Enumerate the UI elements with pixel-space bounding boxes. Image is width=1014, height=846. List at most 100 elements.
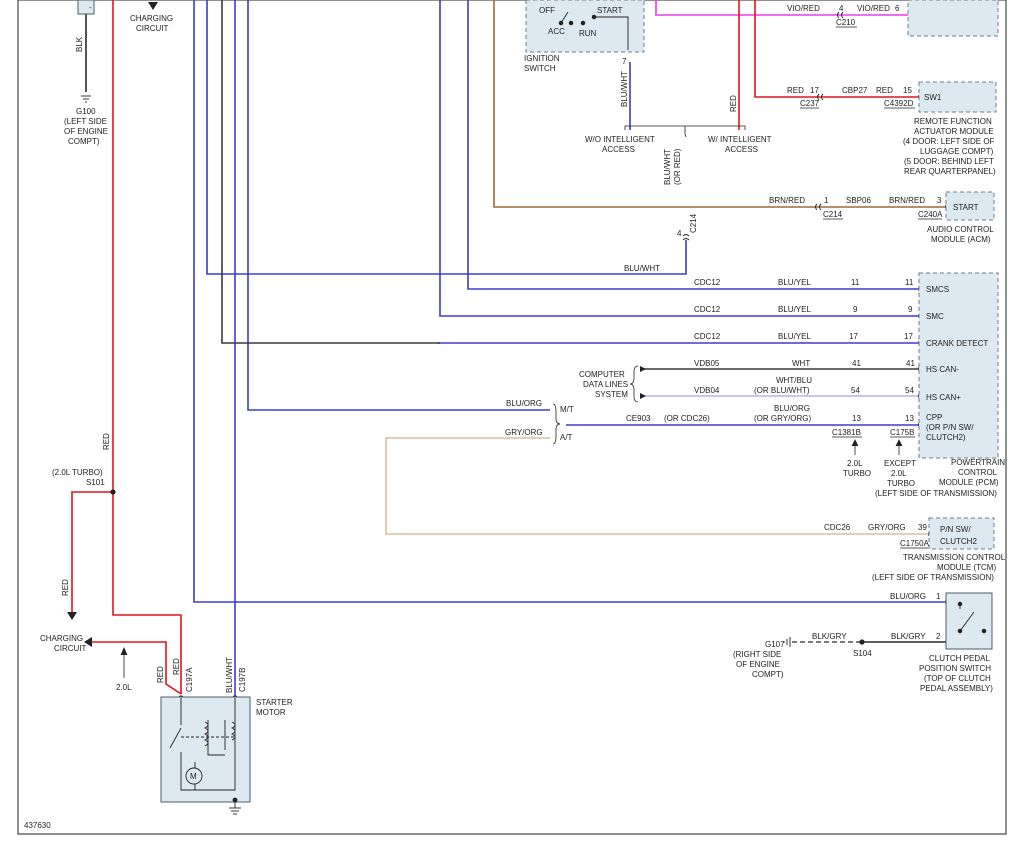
arrow-charging-top: [148, 2, 158, 10]
c210-pin: 4: [839, 4, 844, 13]
rfam-5: (5 DOOR: BEHIND LEFT: [904, 157, 994, 166]
connector-underlines: [800, 26, 942, 549]
mt-at-bracket: [552, 403, 561, 445]
blk-gry-2: BLK/GRY: [891, 632, 926, 641]
p9-b: 9: [908, 305, 913, 314]
c1750a: C1750A: [900, 539, 930, 548]
blu-org-cpps: BLU/ORG: [890, 592, 926, 601]
brn-red-1: BRN/RED: [769, 196, 805, 205]
smc: SMC: [926, 312, 944, 321]
figure-id: 437630: [24, 821, 51, 830]
ignition-switch-box: [525, 0, 645, 53]
splice-s104: [859, 639, 865, 645]
cpps-4: PEDAL ASSEMBLY): [920, 684, 993, 693]
arrow-charging-left: [84, 637, 92, 647]
pcm-2: CONTROL: [958, 468, 998, 477]
cpps-2: POSITION SWITCH: [919, 664, 991, 673]
cdc12-smcs: CDC12: [694, 278, 721, 287]
turbo20-1: 2.0L: [847, 459, 863, 468]
wire-blu-org-cpps: [193, 0, 945, 603]
s104: S104: [853, 649, 872, 658]
wire-dark-crank: [221, 0, 440, 344]
wo-access-1: W/O INTELLIGENT: [585, 135, 655, 144]
blu-yel-smc: BLU/YEL: [778, 305, 811, 314]
starter-1: STARTER: [256, 698, 293, 707]
tcm-1: TRANSMISSION CONTROL: [903, 553, 1006, 562]
except-turbo-1: EXCEPT: [884, 459, 916, 468]
starter-internals: [169, 698, 236, 791]
c237: C237: [800, 99, 820, 108]
p1: 1: [936, 592, 941, 601]
vio-red-1: VIO/RED: [787, 4, 820, 13]
c4392d: C4392D: [884, 99, 914, 108]
blu-wht-h: BLU/WHT: [624, 264, 660, 273]
rfam-box-top: [907, 0, 999, 37]
wire-red-charging: [71, 491, 113, 612]
wht-blu-2: (OR BLU/WHT): [754, 386, 810, 395]
c240a: C240A: [918, 210, 943, 219]
svg-text:-: -: [89, 3, 92, 12]
blu-org-gry-1: BLU/ORG: [774, 404, 810, 413]
cdl-2: DATA LINES: [583, 380, 628, 389]
cdc12-crank: CDC12: [694, 332, 721, 341]
wire-blu-org-mt: [247, 0, 550, 411]
access-bracket: [624, 125, 746, 138]
pcm-1: POWERTRAIN: [951, 458, 1005, 467]
s101-2: S101: [86, 478, 105, 487]
g107-2: (RIGHT SIDE: [733, 650, 781, 659]
arrow-2-0l: [120, 646, 128, 678]
at: A/T: [560, 433, 573, 442]
blu-org-mt: BLU/ORG: [506, 399, 542, 408]
g100-label-1: G100: [76, 107, 96, 116]
labels: CHARGING CIRCUIT BLK G100 (LEFT SIDE OF …: [24, 4, 1006, 830]
pin-15: 15: [903, 86, 912, 95]
p11-a: 11: [851, 278, 860, 287]
smcs: SMCS: [926, 285, 949, 294]
red-15: RED: [876, 86, 893, 95]
vio-red-2: VIO/RED: [857, 4, 890, 13]
brn-red-2: BRN/RED: [889, 196, 925, 205]
p17-b: 17: [904, 332, 913, 341]
charging-circuit-top-2: CIRCUIT: [136, 24, 169, 33]
p9-a: 9: [853, 305, 858, 314]
c214b: C214: [689, 213, 698, 233]
g100-label-2: (LEFT SIDE: [64, 117, 107, 126]
splice-s101: [110, 489, 116, 495]
sbp06: SBP06: [846, 196, 871, 205]
acm-2: MODULE (ACM): [931, 235, 991, 244]
wire-red-starter-feed: [92, 641, 182, 695]
ign-run: RUN: [579, 29, 597, 38]
p41-b: 41: [906, 359, 915, 368]
p41-a: 41: [852, 359, 861, 368]
red-access-label: RED: [729, 95, 738, 112]
g107-1: G107: [765, 640, 785, 649]
pcm-box: [918, 272, 999, 459]
hs-can-plus: HS CAN+: [926, 393, 961, 402]
acm-box: [945, 191, 995, 221]
blu-yel-smcs: BLU/YEL: [778, 278, 811, 287]
w-access-2: ACCESS: [725, 145, 758, 154]
vdb05: VDB05: [694, 359, 720, 368]
pin-17: 17: [810, 86, 819, 95]
connector-top-left: [77, 0, 95, 15]
starter-2: MOTOR: [256, 708, 286, 717]
vdb04: VDB04: [694, 386, 720, 395]
wire-red-sw1: [754, 0, 918, 98]
ign-pin: 7: [622, 57, 627, 66]
l20: 2.0L: [116, 683, 132, 692]
wire-brn-red: [493, 0, 945, 208]
p13-a: 13: [852, 414, 861, 423]
p39: 39: [918, 523, 927, 532]
hs-can-minus: HS CAN-: [926, 365, 959, 374]
g107-4: COMPT): [752, 670, 784, 679]
wire-red-main: [112, 0, 182, 694]
rfam-2: ACTUATOR MODULE: [914, 127, 994, 136]
arrow-except-turbo: [895, 439, 903, 455]
motor-icon: [185, 767, 203, 785]
ign-off: OFF: [539, 6, 555, 15]
p13-b: 13: [905, 414, 914, 423]
g107-3: OF ENGINE: [736, 660, 780, 669]
wire-blu-wht-ign: [206, 0, 687, 275]
cdl-1: COMPUTER: [579, 370, 625, 379]
cdl-3: SYSTEM: [595, 390, 628, 399]
